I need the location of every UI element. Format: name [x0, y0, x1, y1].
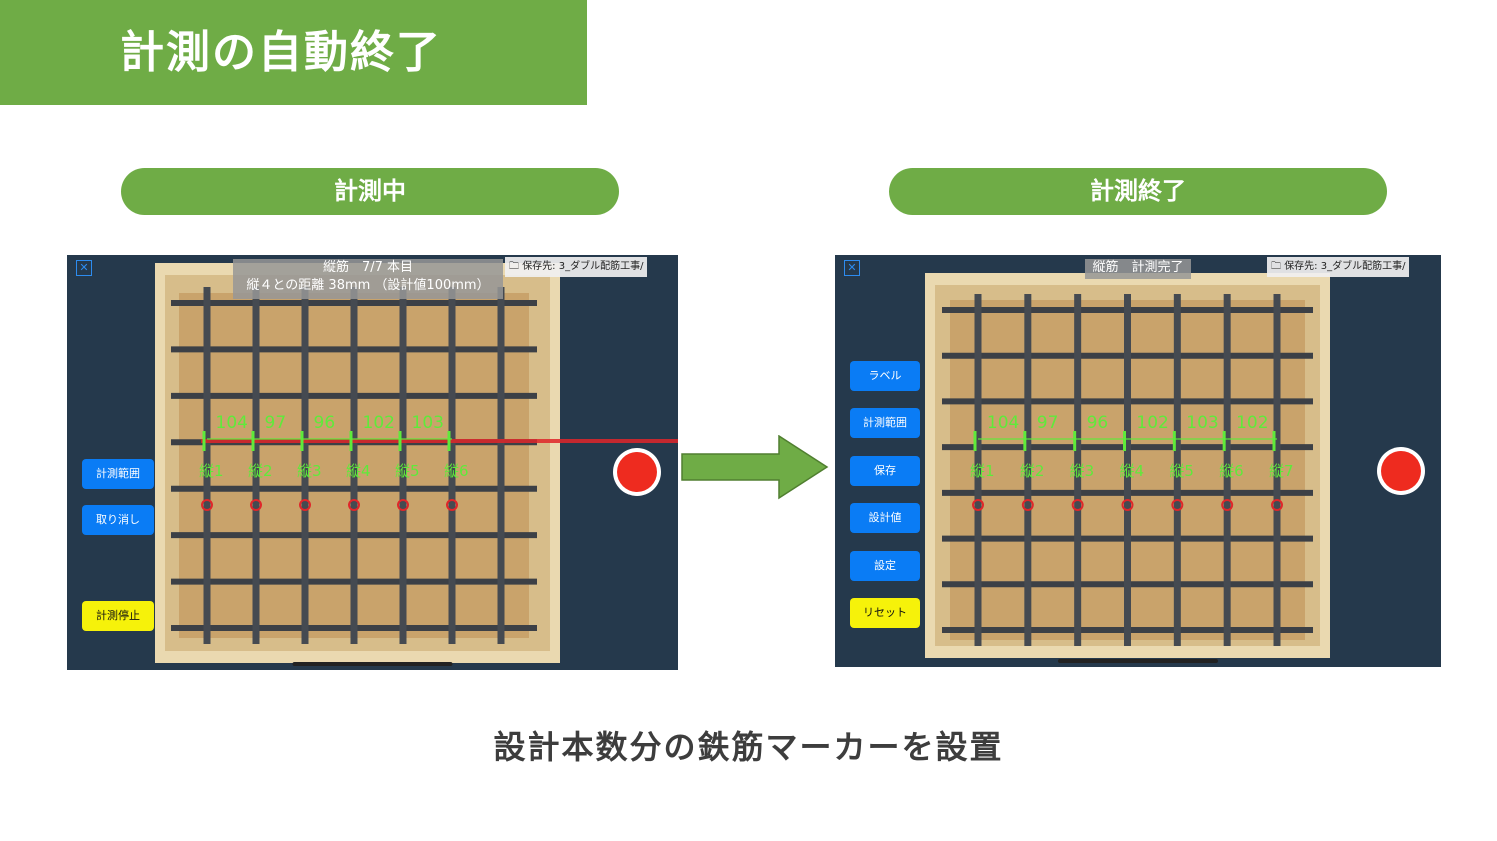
folder-icon: 🗀 — [1271, 261, 1281, 272]
bar-marker-dot — [1221, 499, 1234, 511]
bar-marker-dot — [348, 499, 360, 511]
bar-label: 縦5 — [395, 462, 420, 480]
distance-label: 102 — [1236, 413, 1268, 433]
record-button[interactable] — [613, 448, 661, 496]
distance-label: 103 — [1186, 413, 1218, 433]
hud-line-1: 縦筋 計測完了 — [1092, 260, 1184, 275]
reset-button[interactable]: リセット — [850, 598, 920, 628]
distance-label: 104 — [987, 413, 1019, 433]
distance-label: 96 — [314, 413, 336, 433]
bar-marker-dot — [972, 499, 984, 511]
bar-marker-dot — [1021, 499, 1034, 511]
caption: 設計本数分の鉄筋マーカーを設置 — [493, 728, 1004, 766]
measurement-done-pill: 計測終了 — [889, 168, 1387, 215]
bar-label: 縦3 — [297, 462, 322, 480]
distance-label: 97 — [265, 413, 287, 433]
design-value-button[interactable]: 設計値 — [850, 503, 920, 533]
stop-measure-button[interactable]: 計測停止 — [82, 601, 154, 631]
save-destination[interactable]: 🗀 保存先: 3_ダブル配筋工事/ — [505, 257, 648, 277]
bar-marker-dot — [201, 499, 213, 511]
status-hud: 縦筋 計測完了 — [1085, 259, 1191, 279]
distance-label: 102 — [1136, 413, 1168, 433]
camera-view: 縦1 縦2 縦3 縦4 縦5 縦6 104 97 96 102 103 — [67, 255, 678, 670]
bar-marker-dot — [1171, 499, 1184, 511]
slide-title: 計測の自動終了 — [120, 27, 442, 78]
bar-label: 縦1 — [199, 462, 224, 480]
title-banner: 計測の自動終了 — [0, 0, 587, 105]
bar-label: 縦6 — [444, 462, 469, 480]
bar-label: 縦3 — [1070, 462, 1095, 480]
close-icon[interactable]: ✕ — [76, 260, 92, 276]
measure-range-button[interactable]: 計測範囲 — [82, 459, 154, 489]
camera-view: 縦1 縦2 縦3 縦4 縦5 縦6 縦7 104 97 96 102 103 102 — [835, 255, 1441, 667]
bar-marker-dot — [446, 499, 458, 511]
right-arrow-icon — [681, 435, 829, 500]
bar-label: 縦1 — [970, 462, 995, 480]
settings-button[interactable]: 設定 — [850, 551, 920, 581]
home-indicator — [1058, 659, 1218, 663]
save-destination-label: 保存先: 3_ダブル配筋工事/ — [522, 261, 644, 272]
bar-marker-dot — [1271, 499, 1283, 511]
hud-line-2: 縦４との距離 38mm （設計値100mm） — [246, 278, 490, 293]
distance-label: 103 — [412, 413, 444, 433]
status-hud: 縦筋 7/7 本目 縦４との距離 38mm （設計値100mm） — [233, 259, 503, 299]
measure-range-button[interactable]: 計測範囲 — [850, 408, 920, 438]
undo-button[interactable]: 取り消し — [82, 505, 154, 535]
record-button[interactable] — [1377, 447, 1425, 495]
folder-icon: 🗀 — [509, 261, 519, 272]
measuring-pill: 計測中 — [121, 168, 619, 215]
home-indicator — [292, 662, 453, 666]
bar-marker-dot — [1071, 499, 1084, 511]
label-button[interactable]: ラベル — [850, 361, 920, 391]
bar-marker-dot — [1121, 499, 1134, 511]
bar-label: 縦2 — [1020, 462, 1045, 480]
hud-line-1: 縦筋 7/7 本目 — [322, 260, 414, 275]
bar-label: 縦7 — [1269, 462, 1294, 480]
distance-label: 104 — [216, 413, 248, 433]
close-icon[interactable]: ✕ — [844, 260, 860, 276]
bar-marker-dot — [299, 499, 311, 511]
measuring-screen: 縦1 縦2 縦3 縦4 縦5 縦6 104 97 96 102 103 ✕ 縦筋 7/7 本目 縦４… — [67, 255, 678, 670]
bar-label: 縦4 — [346, 462, 371, 480]
bar-marker-dot — [250, 499, 262, 511]
bar-label: 縦6 — [1219, 462, 1244, 480]
save-button[interactable]: 保存 — [850, 456, 920, 486]
bar-label: 縦2 — [248, 462, 273, 480]
distance-label: 96 — [1087, 413, 1109, 433]
distance-label: 97 — [1037, 413, 1059, 433]
bar-label: 縦4 — [1120, 462, 1145, 480]
completed-screen: 縦1 縦2 縦3 縦4 縦5 縦6 縦7 104 97 96 102 103 102 ✕ 縦筋 計測完了… — [835, 255, 1441, 667]
record-icon — [617, 452, 657, 492]
record-icon — [1381, 451, 1421, 491]
save-destination-label: 保存先: 3_ダブル配筋工事/ — [1284, 261, 1406, 272]
save-destination[interactable]: 🗀 保存先: 3_ダブル配筋工事/ — [1267, 257, 1410, 277]
bar-marker-dot — [397, 499, 409, 511]
distance-label: 102 — [363, 413, 395, 433]
bar-label: 縦5 — [1169, 462, 1194, 480]
